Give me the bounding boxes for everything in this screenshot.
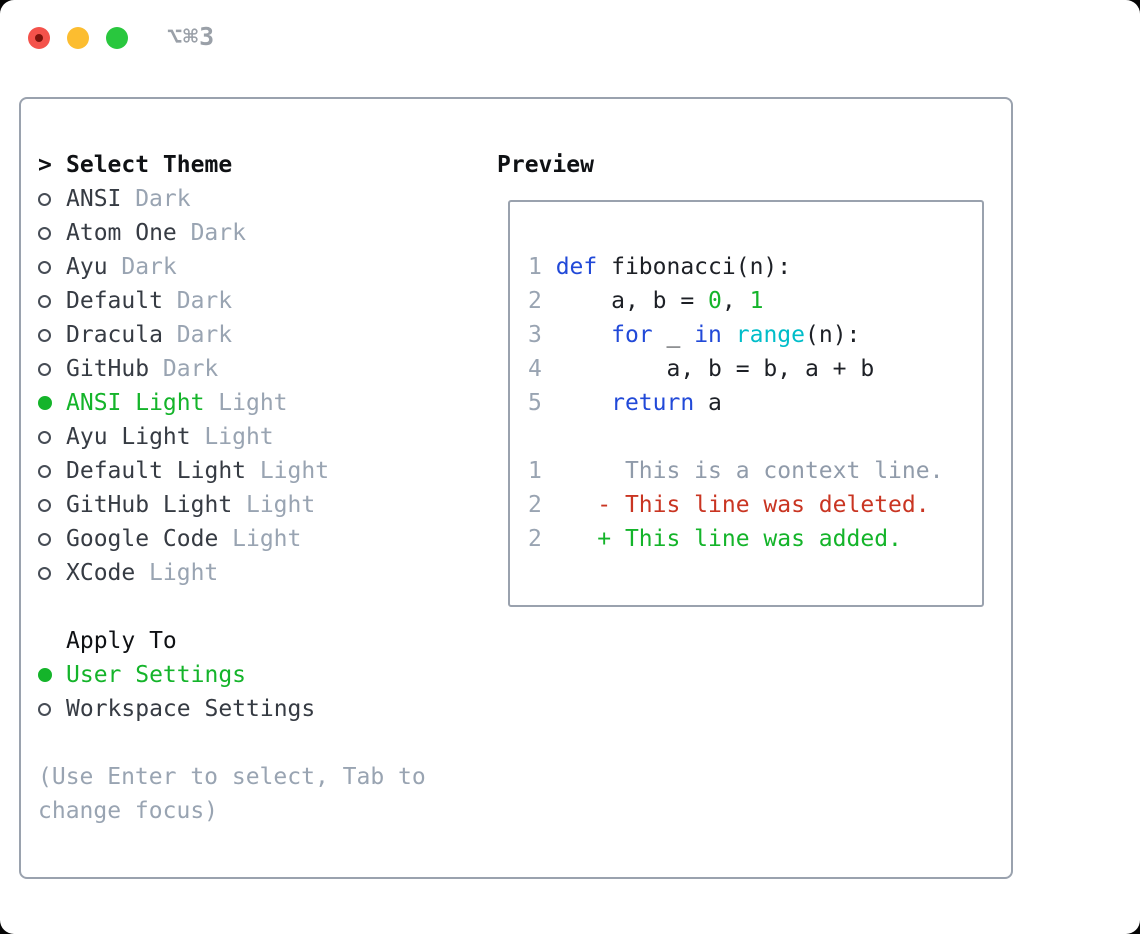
radio-unselected-icon bbox=[38, 566, 66, 580]
theme-option[interactable]: Google Code Light bbox=[38, 522, 478, 556]
theme-option[interactable]: Default Dark bbox=[38, 284, 478, 318]
option-variant-label: Dark bbox=[121, 254, 177, 280]
minimize-button[interactable] bbox=[67, 27, 89, 49]
code-line: 1 def fibonacci(n): bbox=[528, 254, 792, 280]
radio-unselected-icon bbox=[38, 498, 66, 512]
radio-unselected-icon bbox=[38, 260, 66, 274]
option-label: Ayu Light bbox=[66, 424, 191, 450]
theme-option[interactable]: GitHub Light Light bbox=[38, 488, 478, 522]
close-dot-icon bbox=[35, 34, 43, 42]
theme-option[interactable]: Ayu Dark bbox=[38, 250, 478, 284]
code-line: 2 - This line was deleted. bbox=[528, 492, 930, 518]
option-variant-label: Light bbox=[218, 390, 288, 416]
theme-option[interactable]: Default Light Light bbox=[38, 454, 478, 488]
option-label: GitHub Light bbox=[66, 492, 233, 518]
spacer-row bbox=[38, 726, 478, 760]
option-label: ANSI Light bbox=[66, 390, 205, 416]
radio-selected-icon bbox=[38, 668, 66, 682]
option-label: GitHub bbox=[66, 356, 150, 382]
preview-box: 1 def fibonacci(n): 2 a, b = 0, 1 3 for _ … bbox=[508, 200, 984, 607]
code-line bbox=[528, 420, 982, 454]
code-line: 4 a, b = b, a + b bbox=[528, 356, 875, 382]
radio-unselected-icon bbox=[38, 226, 66, 240]
option-variant-label: Dark bbox=[190, 220, 246, 246]
theme-option[interactable]: Ayu Light Light bbox=[38, 420, 478, 454]
close-button[interactable] bbox=[28, 27, 50, 49]
maximize-button[interactable] bbox=[106, 27, 128, 49]
preview-code: 1 def fibonacci(n): 2 a, b = 0, 1 3 for _ … bbox=[510, 202, 982, 556]
hint-line: (Use Enter to select, Tab to bbox=[38, 764, 426, 790]
theme-option[interactable]: Atom One Dark bbox=[38, 216, 478, 250]
theme-option[interactable]: XCode Light bbox=[38, 556, 478, 590]
select-theme-header-row: > Select Theme bbox=[38, 148, 478, 182]
apply-to-title: Apply To bbox=[66, 628, 177, 654]
code-line: 2 + This line was added. bbox=[528, 526, 902, 552]
radio-unselected-icon bbox=[38, 702, 66, 716]
option-label: Atom One bbox=[66, 220, 177, 246]
code-line: 3 for _ in range(n): bbox=[528, 322, 861, 348]
option-label: XCode bbox=[66, 560, 136, 586]
prompt-caret-icon: > bbox=[38, 152, 52, 178]
theme-option[interactable]: GitHub Dark bbox=[38, 352, 478, 386]
code-line: 1 This is a context line. bbox=[528, 458, 944, 484]
keyboard-hint: (Use Enter to select, Tab to change focus… bbox=[38, 760, 478, 828]
option-variant-label: Light bbox=[149, 560, 219, 586]
radio-unselected-icon bbox=[38, 294, 66, 308]
option-label: Dracula bbox=[66, 322, 163, 348]
option-variant-label: Dark bbox=[176, 288, 233, 314]
option-label: Default Light bbox=[66, 458, 247, 484]
window-title: ⌥⌘3 bbox=[167, 22, 216, 51]
option-variant-label: Dark bbox=[162, 356, 219, 382]
option-label: Google Code bbox=[66, 526, 219, 552]
option-label: Ayu bbox=[66, 254, 108, 280]
radio-selected-icon bbox=[38, 396, 66, 410]
radio-unselected-icon bbox=[38, 430, 66, 444]
option-label: User Settings bbox=[66, 662, 247, 688]
theme-option[interactable]: Dracula Dark bbox=[38, 318, 478, 352]
option-variant-label: Light bbox=[259, 458, 330, 484]
option-variant-label: Light bbox=[204, 424, 274, 450]
option-label: ANSI bbox=[66, 186, 122, 212]
code-line: 5 return a bbox=[528, 390, 722, 416]
theme-option[interactable]: ANSI Light Light bbox=[38, 386, 478, 420]
option-label: Default bbox=[66, 288, 163, 314]
option-variant-label: Dark bbox=[135, 186, 191, 212]
apply-option[interactable]: Workspace Settings bbox=[38, 692, 478, 726]
select-theme-title: Select Theme bbox=[66, 152, 233, 178]
radio-unselected-icon bbox=[38, 328, 66, 342]
radio-unselected-icon bbox=[38, 464, 66, 478]
radio-unselected-icon bbox=[38, 192, 66, 206]
radio-unselected-icon bbox=[38, 532, 66, 546]
spacer-row bbox=[38, 590, 478, 624]
option-variant-label: Light bbox=[245, 492, 316, 518]
apply-to-header-row: Apply To bbox=[38, 624, 478, 658]
code-line: 2 a, b = 0, 1 bbox=[528, 288, 764, 314]
radio-unselected-icon bbox=[38, 362, 66, 376]
option-variant-label: Light bbox=[232, 526, 302, 552]
option-label: Workspace Settings bbox=[66, 696, 316, 722]
option-variant-label: Dark bbox=[176, 322, 233, 348]
apply-option[interactable]: User Settings bbox=[38, 658, 478, 692]
theme-option[interactable]: ANSI Dark bbox=[38, 182, 478, 216]
hint-line: change focus) bbox=[38, 798, 219, 824]
preview-title: Preview bbox=[497, 152, 594, 178]
titlebar: ⌥⌘3 bbox=[0, 0, 1140, 70]
